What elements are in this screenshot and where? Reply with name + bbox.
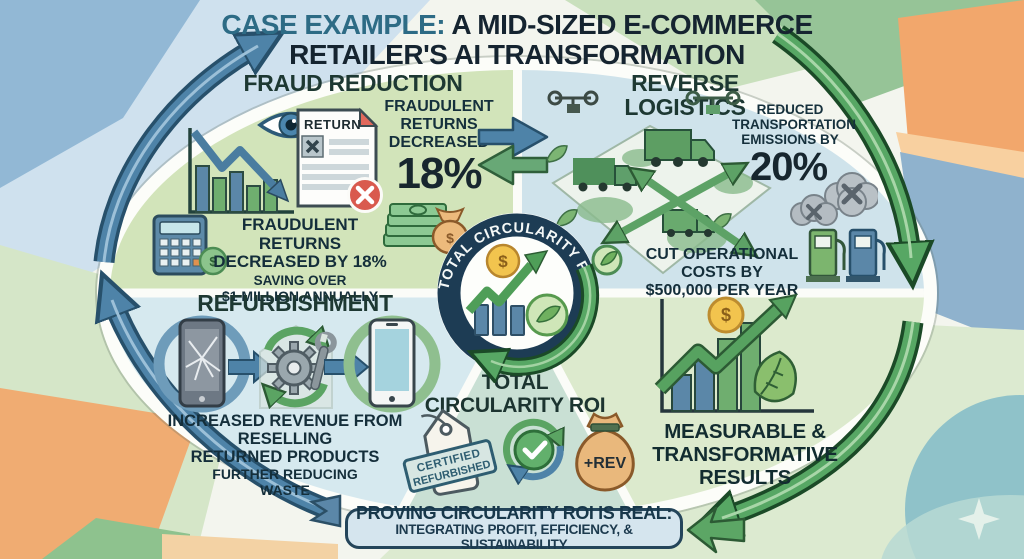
banner-line1: PROVING CIRCULARITY ROI IS REAL:	[356, 502, 672, 523]
title-line2: RETAILER'S AI TRANSFORMATION	[289, 38, 745, 70]
svg-text:$: $	[721, 305, 731, 325]
revenue-bag-icon: +REV	[575, 412, 635, 492]
refurbishment-caption: INCREASED REVENUE FROM RESELLING RETURNE…	[166, 412, 404, 498]
green-left-arrow	[477, 144, 549, 186]
refurb-caption-line3: RETURNED PRODUCTS	[190, 448, 380, 467]
refurb-caption-line4: FURTHER REDUCING	[212, 466, 358, 483]
reverse-stat-line1: REDUCED	[756, 102, 824, 117]
emissions-clouds-icon	[790, 172, 878, 226]
reverse-caption-line2: $500,000 PER YEAR	[645, 281, 799, 299]
results-heading: MEASURABLE & TRANSFORMATIVE RESULTS	[638, 420, 852, 490]
bottom-banner: PROVING CIRCULARITY ROI IS REAL: INTEGRA…	[345, 503, 683, 552]
roi-heading-line2: CIRCULARITY ROI	[424, 393, 606, 417]
title-line1: A MID-SIZED E-COMMERCE	[451, 9, 813, 40]
refurb-caption-line5: WASTE	[260, 481, 310, 498]
banner-line2: INTEGRATING PROFIT, EFFICIENCY, & SUSTAI…	[395, 522, 633, 553]
blue-right-arrow	[477, 116, 549, 158]
drone-icon	[547, 90, 599, 106]
fraud-stat: FRAUDULENT RETURNS DECREASED 18%	[378, 98, 500, 196]
page-title: CASE EXAMPLE: A MID-SIZED E-COMMERCE RET…	[212, 10, 822, 69]
dollar-coin-icon	[485, 243, 521, 279]
certified-refurbished-tag-icon: CERTIFIED REFURBISHED	[402, 408, 498, 496]
results-heading-line3: RESULTS	[698, 465, 792, 489]
truck-icon	[644, 129, 715, 167]
repaired-phone-icon	[343, 315, 441, 413]
fraud-caption-line1: FRAUDULENT RETURNS	[241, 215, 359, 253]
fraud-stat-line1: FRAUDULENT	[384, 98, 494, 115]
banner-green-arrow	[686, 506, 746, 554]
exchange-arrows-icon	[477, 116, 549, 186]
total-circularity-roi-badge: TOTAL CIRCULARITY ROI $	[436, 213, 600, 383]
reverse-stat-line2: TRANSPORTATION	[732, 117, 856, 133]
fraud-stat-value: 18%	[396, 148, 482, 198]
results-heading-line2: TRANSFORMATIVE	[652, 442, 838, 466]
reverse-caption: CUT OPERATIONAL COSTS BY $500,000 PER YE…	[628, 246, 816, 300]
return-document-icon: RETURN	[296, 107, 383, 213]
fraud-stat-line2: RETURNS	[400, 115, 478, 133]
reverse-caption-line1: CUT OPERATIONAL COSTS BY	[645, 246, 799, 281]
growth-arrow-icon	[465, 262, 535, 315]
cycle-check-icon	[502, 418, 576, 494]
fuel-pumps-icon	[806, 228, 886, 282]
logistics-map-illustration	[546, 90, 772, 276]
results-heading-line1: MEASURABLE &	[664, 420, 826, 443]
growth-chart-icon: $	[654, 293, 814, 413]
title-highlight: CASE EXAMPLE:	[221, 9, 446, 40]
svg-text:$: $	[498, 252, 508, 271]
fraud-caption-line2: DECREASED BY 18%	[213, 252, 387, 272]
return-doc-label: RETURN	[304, 117, 361, 132]
svg-text:$: $	[446, 230, 454, 246]
fraud-heading: FRAUD REDUCTION	[243, 70, 463, 96]
fraud-stat-line3: DECREASED	[388, 133, 490, 151]
fraud-caption-line3: SAVING OVER	[253, 273, 347, 289]
refurb-caption-line2: RESELLING	[237, 430, 333, 449]
bag-label: +REV	[584, 455, 627, 472]
refurb-caption-line1: INCREASED REVENUE FROM	[167, 412, 403, 430]
